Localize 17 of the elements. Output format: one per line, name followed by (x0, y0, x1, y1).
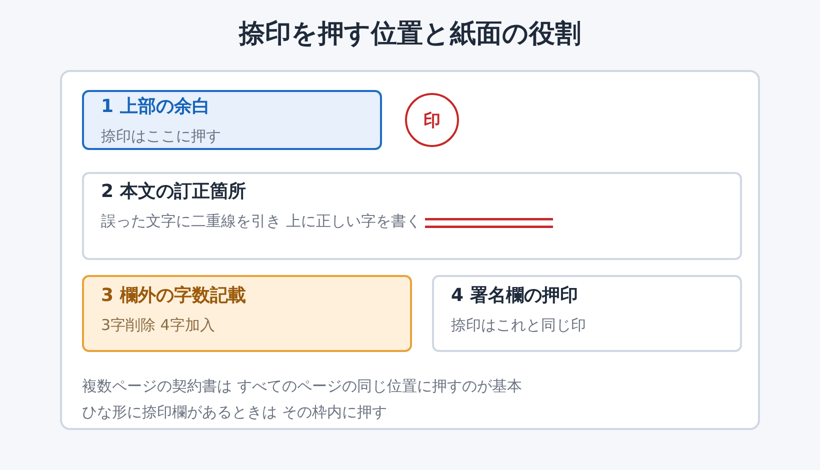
note-text: ひな形に捺印欄があるときは その枠内に押す (82, 402, 387, 423)
highlight-box (82, 90, 382, 150)
content-panel (60, 70, 760, 430)
info-box (432, 275, 742, 352)
box-text: 誤った文字に二重線を引き 上に正しい字を書く (101, 211, 421, 232)
box-text: 3字削除 4字加入 (101, 315, 215, 336)
box-heading: 2 本文の訂正箇所 (101, 180, 246, 204)
box-heading: 4 署名欄の押印 (451, 284, 578, 308)
box-heading: 3 欄外の字数記載 (101, 284, 246, 308)
title: 捺印を押す位置と紙面の役割 (238, 18, 582, 51)
box-heading: 1 上部の余白 (101, 95, 210, 119)
stamp-circle: 印 (405, 93, 459, 147)
highlight-box (82, 275, 412, 352)
box-text: 捺印はここに押す (101, 126, 221, 147)
note-text: 複数ページの契約書は すべてのページの同じ位置に押すのが基本 (82, 376, 522, 397)
box-text: 捺印はこれと同じ印 (451, 315, 586, 336)
info-box (82, 172, 742, 260)
